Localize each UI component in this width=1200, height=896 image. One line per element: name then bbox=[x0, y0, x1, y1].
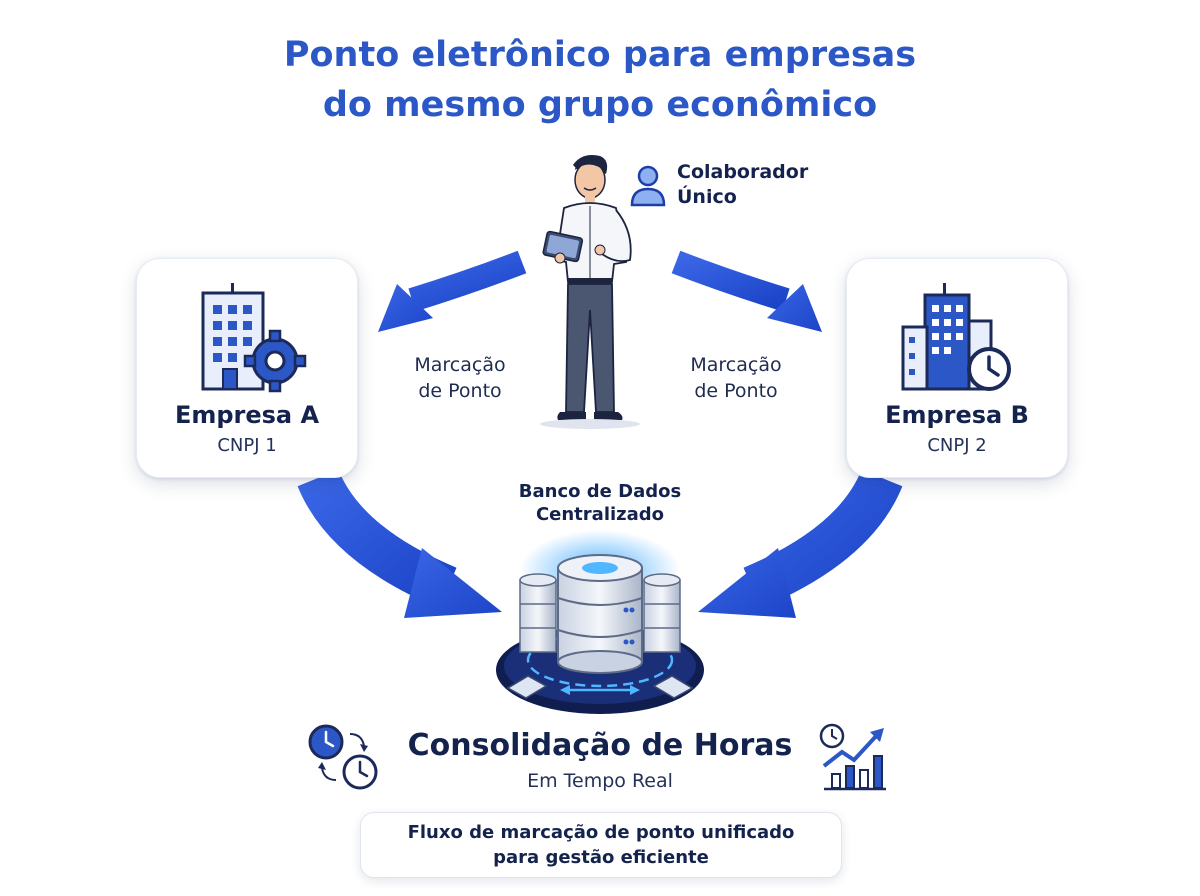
arrow-to-empresa-a bbox=[378, 250, 527, 332]
left-arrow-label-line2: de Ponto bbox=[418, 380, 502, 402]
right-arrow-label-line1: Marcação bbox=[690, 354, 782, 376]
right-arrow-label-line2: de Ponto bbox=[694, 380, 778, 402]
page-title: Ponto eletrônico para empresas do mesmo … bbox=[0, 30, 1200, 130]
user-icon bbox=[630, 165, 666, 207]
company-a-card: Empresa A CNPJ 1 bbox=[136, 258, 358, 478]
title-line-2: do mesmo grupo econômico bbox=[322, 85, 878, 125]
person-illustration bbox=[540, 155, 640, 429]
consolidation-title: Consolidação de Horas bbox=[407, 728, 793, 763]
building-clock-icon bbox=[901, 283, 1011, 391]
arrow-a-to-database bbox=[297, 469, 502, 618]
database-label-line2: Centralizado bbox=[535, 504, 665, 525]
employee-label: Colaborador Único bbox=[677, 160, 847, 210]
left-arrow-label-line1: Marcação bbox=[414, 354, 506, 376]
footer-text: Fluxo de marcação de ponto unificado par… bbox=[361, 820, 841, 870]
database-label-line1: Banco de Dados bbox=[518, 481, 682, 502]
left-arrow-label: Marcação de Ponto bbox=[380, 352, 540, 404]
company-a-id: CNPJ 1 bbox=[217, 435, 277, 456]
company-b-card: Empresa B CNPJ 2 bbox=[846, 258, 1068, 478]
employee-label-line1: Colaborador bbox=[677, 161, 809, 183]
consolidation-subtitle: Em Tempo Real bbox=[527, 770, 673, 792]
footer-line1: Fluxo de marcação de ponto unificado bbox=[407, 822, 795, 843]
title-line-1: Ponto eletrônico para empresas bbox=[283, 35, 917, 75]
footer-line2: para gestão eficiente bbox=[493, 847, 709, 868]
footer-box: Fluxo de marcação de ponto unificado par… bbox=[360, 812, 842, 878]
company-b-id: CNPJ 2 bbox=[927, 435, 987, 456]
company-a-name: Empresa A bbox=[174, 401, 320, 429]
database-label: Banco de Dados Centralizado bbox=[470, 480, 730, 526]
growth-chart-icon bbox=[819, 723, 886, 791]
building-gear-icon bbox=[201, 283, 307, 393]
arrow-b-to-database bbox=[698, 469, 903, 618]
company-b-name: Empresa B bbox=[885, 401, 1029, 429]
employee-label-line2: Único bbox=[677, 186, 737, 208]
database-server-icon bbox=[496, 530, 704, 714]
clock-sync-icon bbox=[308, 724, 378, 790]
right-arrow-label: Marcação de Ponto bbox=[656, 352, 816, 404]
arrow-to-empresa-b bbox=[671, 250, 822, 332]
